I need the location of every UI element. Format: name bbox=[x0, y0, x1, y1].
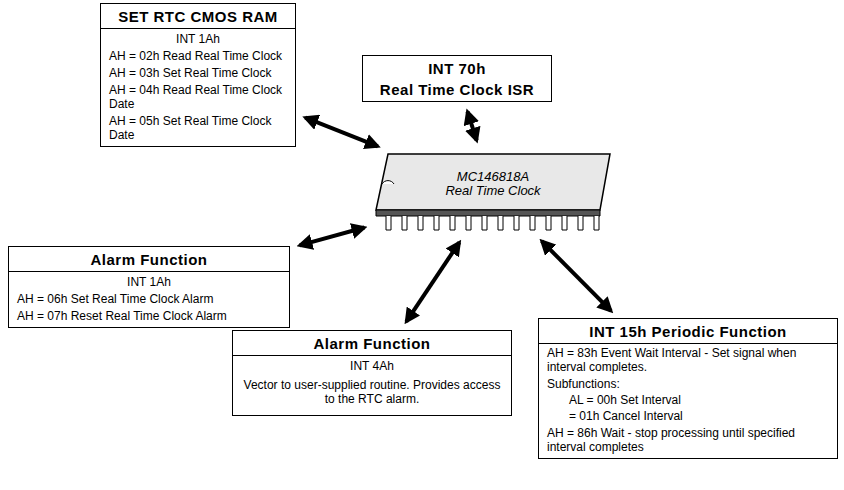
box-text: INT 1Ah bbox=[9, 272, 289, 290]
box-text: Subfunctions: bbox=[539, 375, 837, 392]
box-heading: SET RTC CMOS RAM bbox=[101, 4, 295, 29]
function-box: Alarm FunctionINT 1AhAH = 06h Set Real T… bbox=[8, 246, 290, 328]
box-text: AH = 04h Read Real Time Clock Date bbox=[101, 81, 295, 112]
function-box: INT 15h Periodic FunctionAH = 83h Event … bbox=[538, 318, 838, 459]
box-heading: Alarm Function bbox=[233, 331, 511, 356]
double-arrow bbox=[300, 228, 365, 246]
box-text: AH = 03h Set Real Time Clock bbox=[101, 64, 295, 81]
double-arrow bbox=[467, 112, 476, 141]
box-text: AH = 05h Set Real Time Clock Date bbox=[101, 112, 295, 143]
box-text: INT 1Ah bbox=[101, 29, 295, 47]
box-text: = 01h Cancel Interval bbox=[539, 408, 837, 424]
rtc-chip: MC146818AReal Time Clock bbox=[374, 150, 612, 234]
function-box: SET RTC CMOS RAMINT 1AhAH = 02h Read Rea… bbox=[100, 3, 296, 147]
box-text: AH = 06h Set Real Time Clock Alarm bbox=[9, 290, 289, 307]
function-box: Alarm FunctionINT 4AhVector to user-supp… bbox=[232, 330, 512, 416]
box-text: AH = 02h Read Real Time Clock bbox=[101, 47, 295, 64]
chip-label: MC146818A bbox=[384, 170, 602, 184]
double-arrow bbox=[406, 242, 459, 321]
box-text: Vector to user-supplied routine. Provide… bbox=[233, 374, 511, 412]
box-text: AL = 00h Set Interval bbox=[539, 392, 837, 408]
isr-box: INT 70hReal Time Clock ISR bbox=[362, 55, 552, 102]
box-heading: INT 15h Periodic Function bbox=[539, 319, 837, 344]
box-text: INT 4Ah bbox=[233, 356, 511, 374]
box-text: AH = 83h Event Wait Interval - Set signa… bbox=[539, 344, 837, 375]
box-text: AH = 07h Reset Real Time Clock Alarm bbox=[9, 307, 289, 324]
box-heading: INT 70h bbox=[363, 56, 551, 77]
box-text: AH = 86h Wait - stop processing until sp… bbox=[539, 424, 837, 455]
chip-label: Real Time Clock bbox=[384, 184, 602, 198]
double-arrow bbox=[305, 118, 378, 147]
box-heading: Real Time Clock ISR bbox=[363, 77, 551, 98]
box-heading: Alarm Function bbox=[9, 247, 289, 272]
double-arrow bbox=[542, 241, 611, 311]
